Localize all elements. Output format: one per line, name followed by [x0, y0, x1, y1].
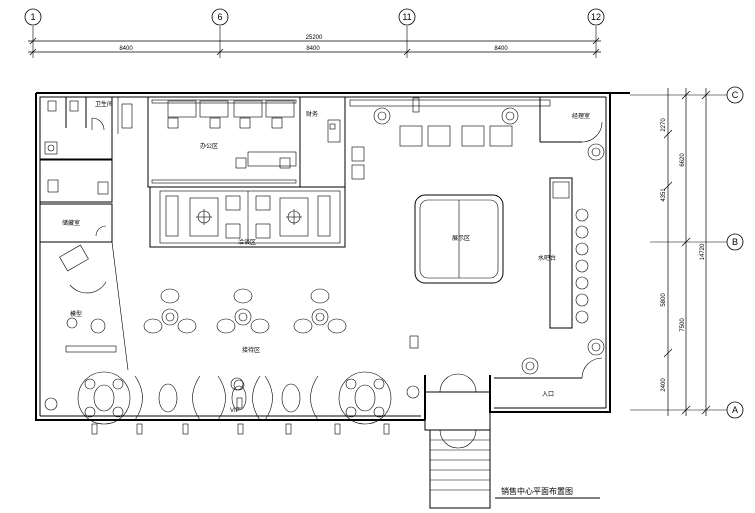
right-axis-lines: [630, 88, 727, 416]
axis-label-6: 6: [217, 12, 222, 22]
vip-booth-1: [77, 371, 131, 425]
axis-label-1: 1: [30, 12, 35, 22]
desk-cluster-2: [235, 151, 297, 169]
label-finance: 财务: [306, 110, 318, 118]
axis-bubble-12: 12: [587, 8, 605, 26]
negotiation-zone: [149, 186, 346, 248]
axis-label-C: C: [732, 90, 739, 100]
dim-total-width: 25200: [306, 35, 323, 41]
dim-seg-3: 8400: [494, 46, 508, 52]
bottom-columns: [91, 397, 390, 435]
label-model: 模型: [70, 310, 82, 318]
label-entry: 入口: [542, 391, 554, 398]
top-axis-lines: [32, 26, 597, 58]
reception-seating-3: [293, 288, 347, 334]
vip-booth-3: [217, 375, 261, 421]
dim-right-o2: 7500: [680, 318, 686, 332]
label-negotiation: 洽谈区: [238, 238, 256, 246]
sand-table: [414, 194, 504, 284]
vip-booth-5: [338, 371, 392, 425]
label-exhibition: 展示区: [452, 235, 470, 242]
label-wc: 卫生间: [95, 100, 113, 108]
misc-items: [409, 97, 420, 349]
wc-block: [39, 96, 133, 243]
label-reception: 接待区: [242, 346, 260, 354]
dim-right-1: 2270: [661, 118, 667, 132]
axis-bubble-A: A: [726, 401, 744, 419]
vip-booth-2: [134, 375, 201, 421]
drawing-title: 销售中心平面布置图: [501, 486, 573, 496]
label-office: 办公区: [200, 142, 218, 150]
top-dimension-lines: [28, 37, 601, 56]
axis-label-A: A: [732, 405, 738, 415]
axis-label-12: 12: [591, 12, 601, 22]
corner-room-top: [539, 97, 603, 143]
axis-bubble-11: 11: [398, 8, 416, 26]
reception-seating-2: [216, 288, 270, 334]
dim-right-o1: 6620: [680, 153, 686, 167]
axis-label-11: 11: [402, 12, 411, 22]
label-vip: VIP: [230, 408, 240, 414]
dim-right-2: 4351: [661, 188, 667, 202]
dim-seg-1: 8400: [119, 46, 133, 52]
plant-icons: [44, 107, 605, 411]
axis-bubble-1: 1: [24, 8, 42, 26]
bar-counter: [549, 177, 589, 329]
axis-label-B: B: [732, 237, 738, 247]
dim-right-4: 2400: [661, 378, 667, 392]
corner-room-bottom: [494, 357, 603, 379]
display-cabinets: [349, 99, 551, 147]
desk-cluster-1: [167, 100, 295, 129]
model-area: [40, 241, 129, 371]
manager-room: [299, 96, 365, 188]
dim-seg-2: 8400: [306, 46, 320, 52]
dim-right-3: 5800: [661, 293, 667, 307]
entry-vestibule: [424, 373, 491, 509]
reception-seating-1: [143, 288, 197, 334]
axis-bubble-B: B: [726, 233, 744, 251]
label-bar: 水吧台: [538, 254, 556, 262]
office-area: [147, 96, 345, 188]
axis-bubble-C: C: [726, 86, 744, 104]
dim-right-total: 14720: [700, 243, 706, 260]
label-storage: 储藏室: [62, 219, 80, 227]
label-manager: 经理室: [572, 112, 590, 120]
vip-booth-4: [264, 375, 319, 421]
axis-bubble-6: 6: [211, 8, 229, 26]
